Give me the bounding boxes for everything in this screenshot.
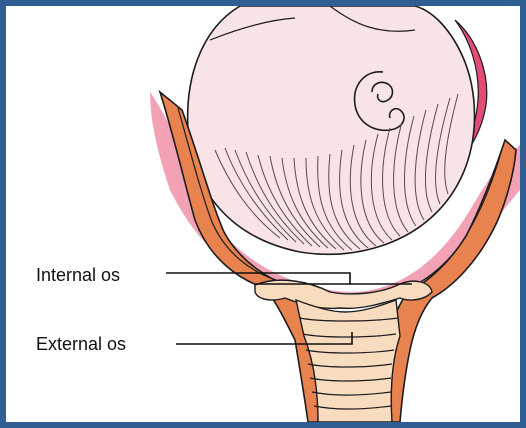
cervix-diagram: Internal os External os <box>6 6 520 422</box>
external-os-label: External os <box>36 334 126 354</box>
internal-os-label: Internal os <box>36 265 120 285</box>
